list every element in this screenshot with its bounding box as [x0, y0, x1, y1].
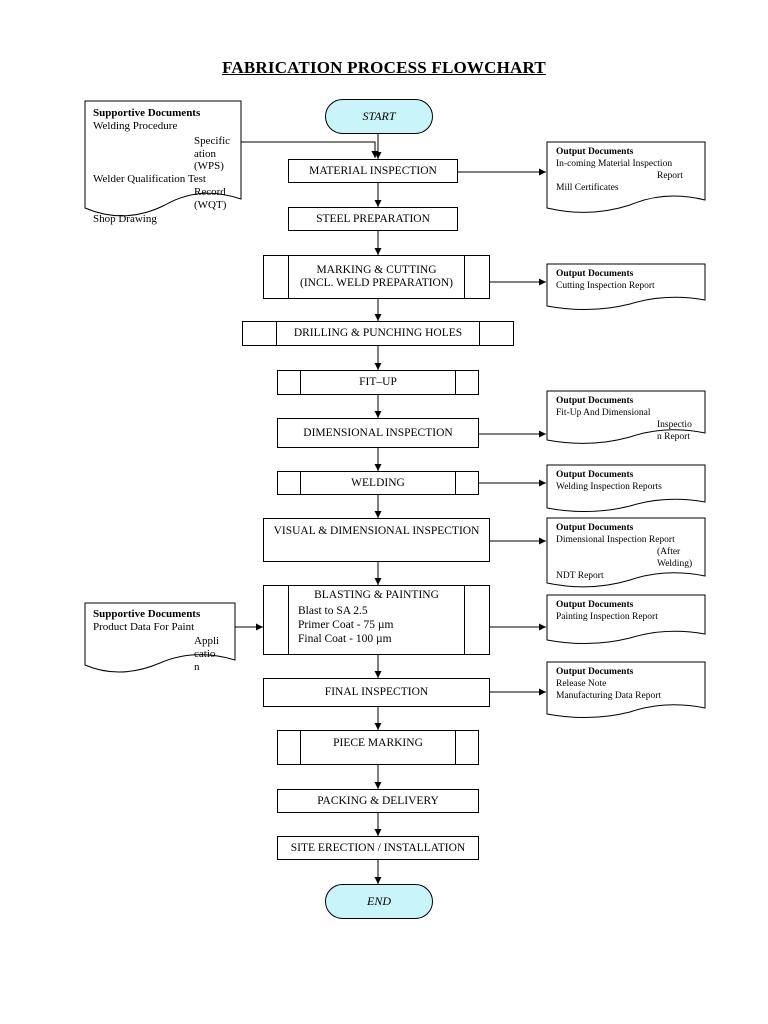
wps-wrap-3: (WPS) [194, 160, 224, 172]
marking-cutting-step: MARKING & CUTTING (INCL. WELD PREPARATIO… [263, 255, 490, 299]
application-wrap-3: n [194, 661, 200, 673]
output-docs-painting-shape [546, 594, 706, 645]
final-inspection-step: FINAL INSPECTION [263, 678, 490, 707]
supportive-docs-2: Supportive Documents Product Data For Pa… [93, 608, 243, 678]
output-docs-material: Output Documents In-coming Material Insp… [556, 147, 701, 197]
supportive-docs-2-shape [84, 602, 236, 673]
material-inspection-step: MATERIAL INSPECTION [288, 159, 458, 183]
packing-delivery-step: PACKING & DELIVERY [277, 789, 479, 813]
steel-preparation-step: STEEL PREPARATION [288, 207, 458, 231]
incoming-material-report-wrap: Report [657, 171, 683, 181]
cutting-inspection-report-text: Cutting Inspection Report [556, 281, 655, 291]
ndt-report-text: NDT Report [556, 571, 604, 581]
wps-wrap-1: Specific [194, 135, 231, 147]
end-terminal: END [325, 884, 433, 919]
dimensional-inspection-step: DIMENSIONAL INSPECTION [277, 418, 479, 448]
drilling-punching-step: DRILLING & PUNCHING HOLES [242, 321, 514, 346]
final-coat-spec: Final Coat - 100 µm [298, 633, 392, 645]
wqt-wrap-2: (WQT) [194, 199, 227, 211]
wqt-wrap-1: Record [194, 186, 226, 198]
fitup-wrap-2: n Report [657, 432, 690, 442]
supportive-docs-1-heading: Supportive Documents [93, 107, 201, 119]
output-docs-welding: Output Documents Welding Inspection Repo… [556, 470, 701, 498]
visual-dimensional-inspection-step: VISUAL & DIMENSIONAL INSPECTION [263, 518, 490, 562]
output-docs-visual-shape [546, 517, 706, 588]
welding-step: WELDING [277, 471, 479, 495]
supportive-docs-1: Supportive Documents Welding Procedure S… [93, 107, 243, 227]
output-docs-final: Output Documents Release Note Manufactur… [556, 667, 701, 707]
blasting-painting-label: BLASTING & PAINTING [314, 589, 439, 601]
shop-drawing-text: Shop Drawing [93, 213, 157, 225]
output-docs-fitup: Output Documents Fit-Up And Dimensional … [556, 396, 701, 444]
output-docs-cutting-heading: Output Documents [556, 269, 634, 279]
after-welding-wrap-1: (After [657, 547, 681, 557]
blast-spec: Blast to SA 2.5 [298, 605, 368, 617]
output-docs-material-shape [546, 141, 706, 213]
output-docs-fitup-heading: Output Documents [556, 396, 634, 406]
output-docs-visual: Output Documents Dimensional Inspection … [556, 523, 701, 583]
output-docs-final-heading: Output Documents [556, 667, 634, 677]
fitup-dimensional-text: Fit-Up And Dimensional [556, 408, 651, 418]
piece-marking-step: PIECE MARKING [277, 730, 479, 765]
output-docs-cutting: Output Documents Cutting Inspection Repo… [556, 269, 701, 297]
welding-inspection-reports-text: Welding Inspection Reports [556, 482, 662, 492]
manufacturing-data-report-text: Manufacturing Data Report [556, 691, 661, 701]
page-title: FABRICATION PROCESS FLOWCHART [222, 58, 546, 77]
application-wrap-1: Appli [194, 635, 220, 647]
application-wrap-2: catio [194, 648, 216, 660]
output-docs-painting-heading: Output Documents [556, 600, 634, 610]
blasting-painting-step: BLASTING & PAINTING Blast to SA 2.5 Prim… [263, 585, 490, 655]
output-docs-visual-heading: Output Documents [556, 523, 634, 533]
incoming-material-report-text: In-coming Material Inspection [556, 159, 673, 169]
fitup-wrap-1: Inspectio [657, 420, 692, 430]
supportive-docs-1-shape [84, 100, 242, 217]
welding-procedure-text: Welding Procedure [93, 120, 178, 132]
output-docs-painting: Output Documents Painting Inspection Rep… [556, 600, 701, 628]
supportive-docs-2-heading: Supportive Documents [93, 608, 201, 620]
marking-cutting-line1: MARKING & CUTTING [316, 264, 437, 276]
mill-certificates-text: Mill Certificates [556, 183, 619, 193]
product-data-text: Product Data For Paint [93, 621, 195, 633]
start-terminal: START [325, 99, 433, 134]
painting-inspection-report-text: Painting Inspection Report [556, 612, 658, 622]
output-docs-cutting-shape [546, 263, 706, 311]
dimensional-inspection-report-text: Dimensional Inspection Report [556, 535, 675, 545]
output-docs-welding-heading: Output Documents [556, 470, 634, 480]
site-erection-step: SITE ERECTION / INSTALLATION [277, 836, 479, 860]
marking-cutting-line2: (INCL. WELD PREPARATION) [299, 277, 453, 289]
fit-up-step: FIT–UP [277, 370, 479, 395]
welder-qualification-text: Welder Qualification Test [93, 173, 206, 185]
wps-wrap-2: ation [194, 148, 216, 160]
release-note-text: Release Note [556, 679, 607, 689]
output-docs-material-heading: Output Documents [556, 147, 634, 157]
output-docs-fitup-shape [546, 390, 706, 444]
after-welding-wrap-2: Welding) [657, 559, 693, 569]
primer-coat-spec: Primer Coat - 75 µm [298, 619, 394, 631]
output-docs-welding-shape [546, 464, 706, 513]
output-docs-final-shape [546, 661, 706, 719]
